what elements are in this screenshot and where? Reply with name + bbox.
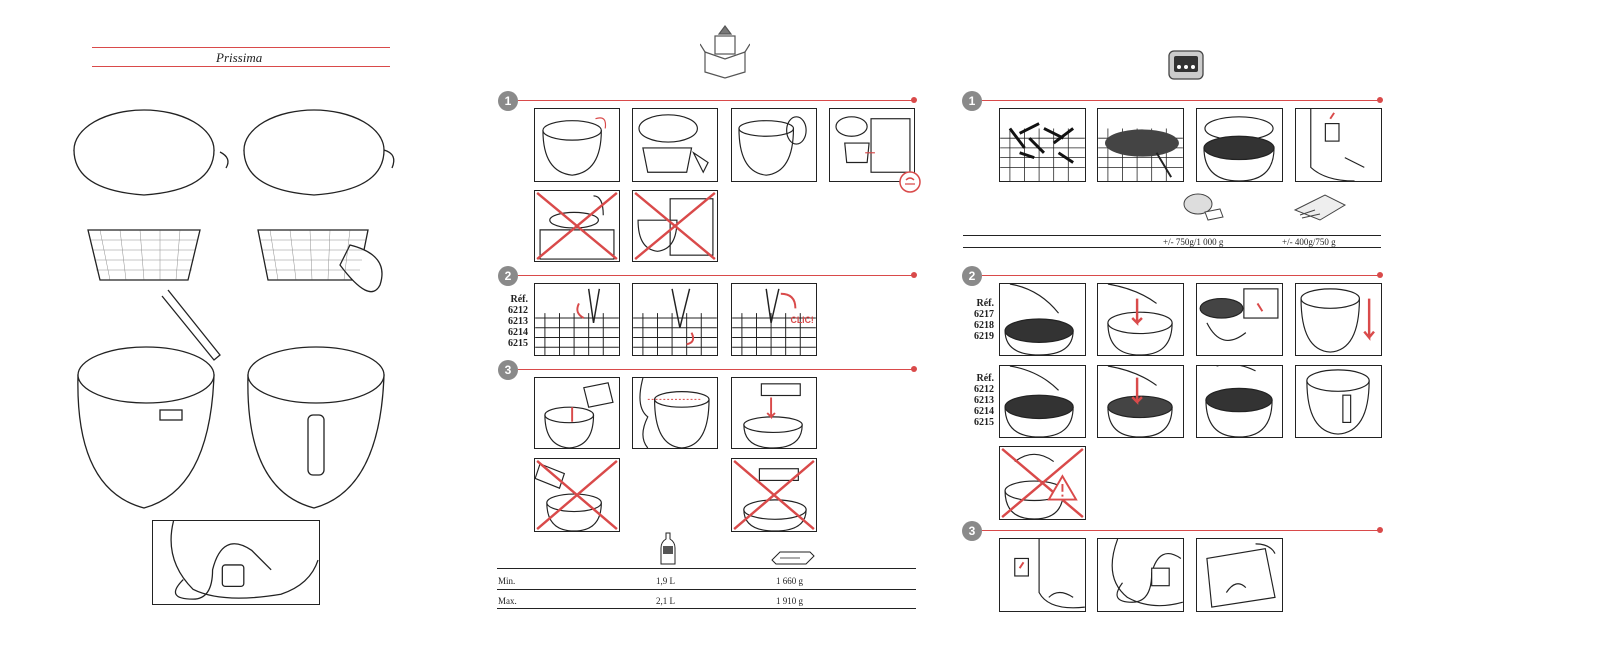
panel-lower-basket-a3 — [1196, 283, 1283, 356]
control-panel-icon — [1168, 50, 1204, 80]
panel-fries-on-grid — [999, 108, 1086, 182]
qty-frozen-fries: +/- 400g/750 g — [1282, 237, 1336, 247]
panel-attach-handle-click: CLIC! — [731, 283, 817, 356]
table-row-max-fat: 1 910 g — [776, 596, 803, 606]
clic-label: CLIC! — [791, 315, 814, 325]
right-step-2-rule — [982, 275, 1380, 276]
panel-carry-fryer — [1196, 538, 1283, 612]
right-step-2-badge: 2 — [962, 266, 982, 286]
panel-lower-basket-b2 — [1097, 365, 1184, 438]
panel-warning-no-touch — [999, 446, 1086, 520]
right-step-2-refs-b: Réf. 6212 6213 6214 6215 — [974, 373, 994, 428]
unpack-box-icon — [700, 25, 750, 79]
panel-close-and-lower — [1295, 283, 1382, 356]
right-step-2-refs-a: Réf. 6217 6218 6219 — [974, 298, 994, 342]
right-step-1-badge: 1 — [962, 91, 982, 111]
step-1-rule-end — [911, 97, 917, 103]
dishwasher-safe-icon — [899, 171, 921, 193]
right-table-rule-bottom — [963, 247, 1381, 248]
panel-lower-basket-a2 — [1097, 283, 1184, 356]
step-3-rule — [518, 369, 914, 370]
step-1-rule — [518, 100, 914, 101]
table-rule-mid — [497, 589, 916, 590]
step-1-badge: 1 — [498, 91, 518, 111]
table-row-min-label: Min. — [498, 576, 516, 586]
panel-no-pour-in-basket — [534, 458, 620, 532]
title-rule-bottom — [92, 66, 390, 67]
panel-no-fat-in-basket — [731, 458, 817, 532]
panel-wind-cord — [1097, 538, 1184, 612]
panel-unplug — [999, 538, 1086, 612]
cord-storage-detail — [152, 520, 320, 605]
fat-block-icon — [771, 551, 815, 565]
step-2-model-refs: Réf. 6212 6213 6214 6215 — [508, 294, 528, 349]
panel-check-level — [632, 377, 718, 449]
fryer-exploded-view — [73, 109, 395, 509]
panel-lower-basket-b1 — [999, 365, 1086, 438]
step-3-badge: 3 — [498, 360, 518, 380]
panel-basket-fries — [1097, 108, 1184, 182]
fresh-potato-icon — [1183, 193, 1224, 221]
table-row-max-label: Max. — [498, 596, 517, 606]
oil-bottle-icon — [660, 532, 676, 565]
right-step-1-rule — [982, 100, 1380, 101]
panel-remove-lid — [534, 108, 620, 182]
panel-remove-basket — [632, 108, 718, 182]
right-step-3-rule — [982, 530, 1380, 531]
table-row-max-oil: 2,1 L — [656, 596, 675, 606]
right-step-2-rule-end — [1377, 272, 1383, 278]
right-step-3-badge: 3 — [962, 521, 982, 541]
step-2-badge: 2 — [498, 266, 518, 286]
step-2-rule — [518, 275, 914, 276]
panel-no-water-immersion — [534, 190, 620, 262]
panel-close-lid — [1295, 108, 1382, 182]
panel-basket-in-fryer — [1196, 108, 1283, 182]
panel-no-dishwasher-body — [632, 190, 718, 262]
product-title: Prissima — [216, 50, 263, 65]
right-step-1-rule-end — [1377, 97, 1383, 103]
table-rule-top — [497, 568, 916, 569]
panel-attach-handle-1 — [534, 283, 620, 356]
table-row-min-oil: 1,9 L — [656, 576, 675, 586]
step-3-rule-end — [911, 366, 917, 372]
panel-lower-basket-a1 — [999, 283, 1086, 356]
title-rule-top — [92, 47, 390, 48]
qty-fresh-fries: +/- 750g/1 000 g — [1163, 237, 1224, 247]
panel-dishwasher — [829, 108, 915, 182]
right-step-3-rule-end — [1377, 527, 1383, 533]
panel-lower-basket-b3 — [1196, 365, 1283, 438]
panel-pour-oil — [534, 377, 620, 449]
panel-attach-handle-2 — [632, 283, 718, 356]
panel-clean-bowl — [731, 108, 817, 182]
panel-add-fat — [731, 377, 817, 449]
step-2-rule-end — [911, 272, 917, 278]
right-table-rule-top — [963, 235, 1381, 236]
panel-lid-closed-b — [1295, 365, 1382, 438]
frozen-fries-bag-icon — [1293, 194, 1347, 221]
table-row-min-fat: 1 660 g — [776, 576, 803, 586]
table-rule-bottom — [497, 608, 916, 609]
